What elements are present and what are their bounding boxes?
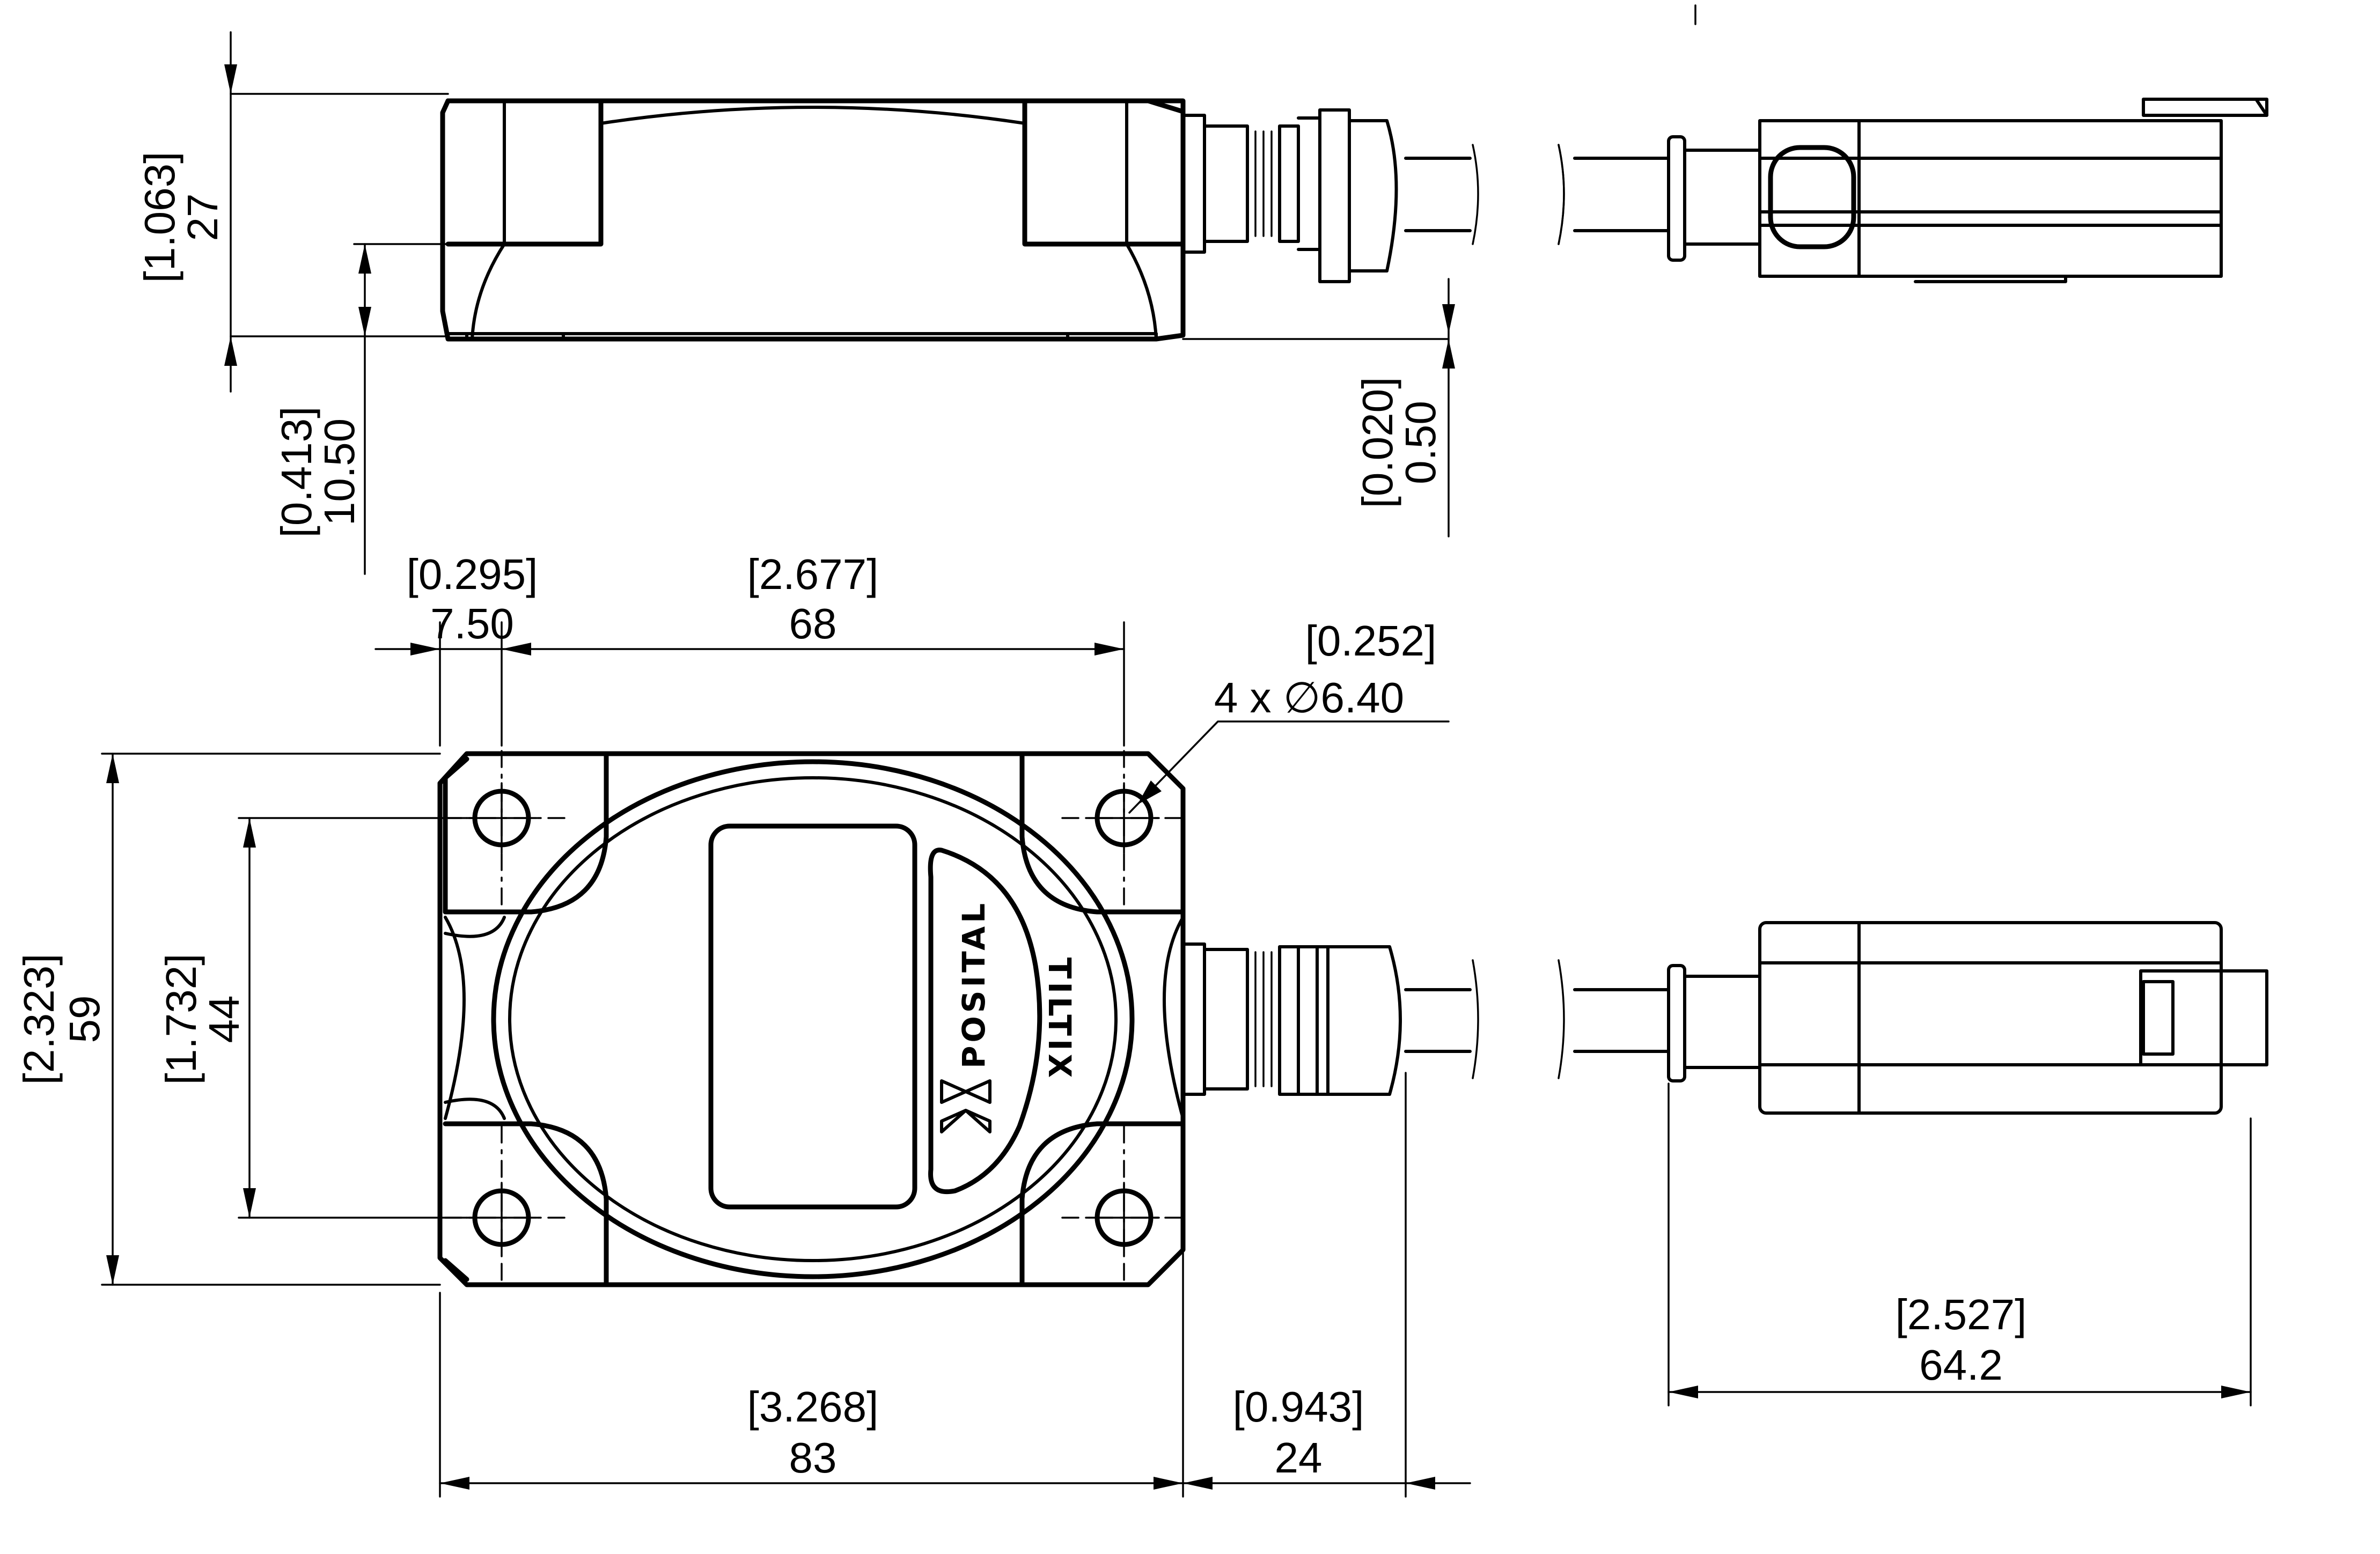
- logo-text: POSITAL: [956, 900, 992, 1069]
- body-length-inch: [3.268]: [747, 1383, 879, 1431]
- body-length-mm: 83: [789, 1434, 837, 1482]
- posital-logo-icon: [940, 1079, 991, 1133]
- mounting-hole-bl: [444, 1125, 570, 1283]
- side-base-mm: 10.50: [315, 418, 363, 526]
- connector-length-mm: 24: [1275, 1434, 1323, 1482]
- hole-spacing-y-inch: [1.732]: [157, 954, 205, 1085]
- side-height-mm: 27: [179, 194, 226, 241]
- hole-edge-inch: [0.295]: [407, 550, 538, 598]
- hole-spacing-y-mm: 44: [200, 996, 248, 1043]
- hole-diameter-mm: 4 x ∅6.40: [1214, 674, 1404, 721]
- end-width-inch: [2.527]: [1896, 1291, 2027, 1338]
- side-base-inch: [0.413]: [273, 407, 320, 538]
- hole-edge-mm: 7.50: [430, 600, 514, 647]
- connector-length-inch: [0.943]: [1233, 1383, 1364, 1431]
- hole-diameter-inch: [0.252]: [1305, 617, 1437, 665]
- end-view-bottom: [1667, 921, 2268, 1115]
- dimension-labels: [0.295] 7.50 [2.677] 68 [0.252] 4 x ∅6.4…: [15, 550, 2026, 1482]
- body-height-mm: 59: [61, 996, 108, 1043]
- front-view: POSITAL TILTIX: [437, 750, 1670, 1287]
- mounting-hole-tl: [444, 750, 570, 913]
- end-width-mm: 64.2: [1919, 1341, 2003, 1389]
- product-text: TILTIX: [1041, 958, 1078, 1081]
- hole-spacing-x-mm: 68: [789, 600, 837, 647]
- front-dimension-lines: [101, 621, 2252, 1498]
- hole-spacing-x-inch: [2.677]: [747, 550, 879, 598]
- mounting-hole-tr: [1061, 750, 1184, 913]
- end-view-top: [1558, 4, 2268, 283]
- side-height-inch: [1.063]: [136, 152, 183, 283]
- side-view: [1.063] 27 [0.413] 10.50 [0.020] 0.50: [136, 31, 1670, 575]
- side-offset-inch: [0.020]: [1354, 377, 1401, 509]
- body-height-inch: [2.323]: [15, 954, 63, 1085]
- mounting-hole-br: [1061, 1125, 1184, 1283]
- side-offset-mm: 0.50: [1397, 401, 1444, 484]
